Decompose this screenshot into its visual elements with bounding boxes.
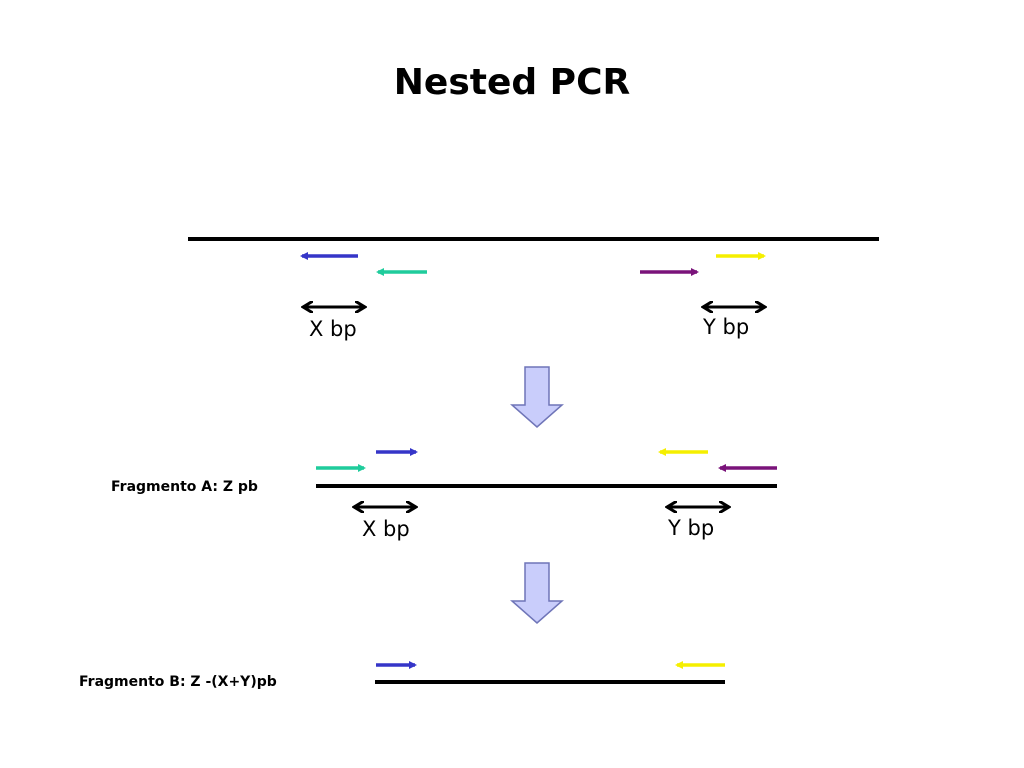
slide-title: Nested PCR [393, 62, 631, 103]
y-bp-label: Y bp [703, 315, 750, 339]
fragment-a-x-bp-label: X bp [362, 517, 410, 541]
step-down-arrow-2 [510, 562, 564, 624]
x-bp-label: X bp [309, 317, 357, 341]
fragment-b-label: Fragmento B: Z -(X+Y)pb [79, 674, 277, 690]
step-down-arrow-1 [510, 366, 564, 428]
fragment-a-label: Fragmento A: Z pb [111, 479, 258, 495]
fragment-a-y-bp-label: Y bp [668, 516, 715, 540]
